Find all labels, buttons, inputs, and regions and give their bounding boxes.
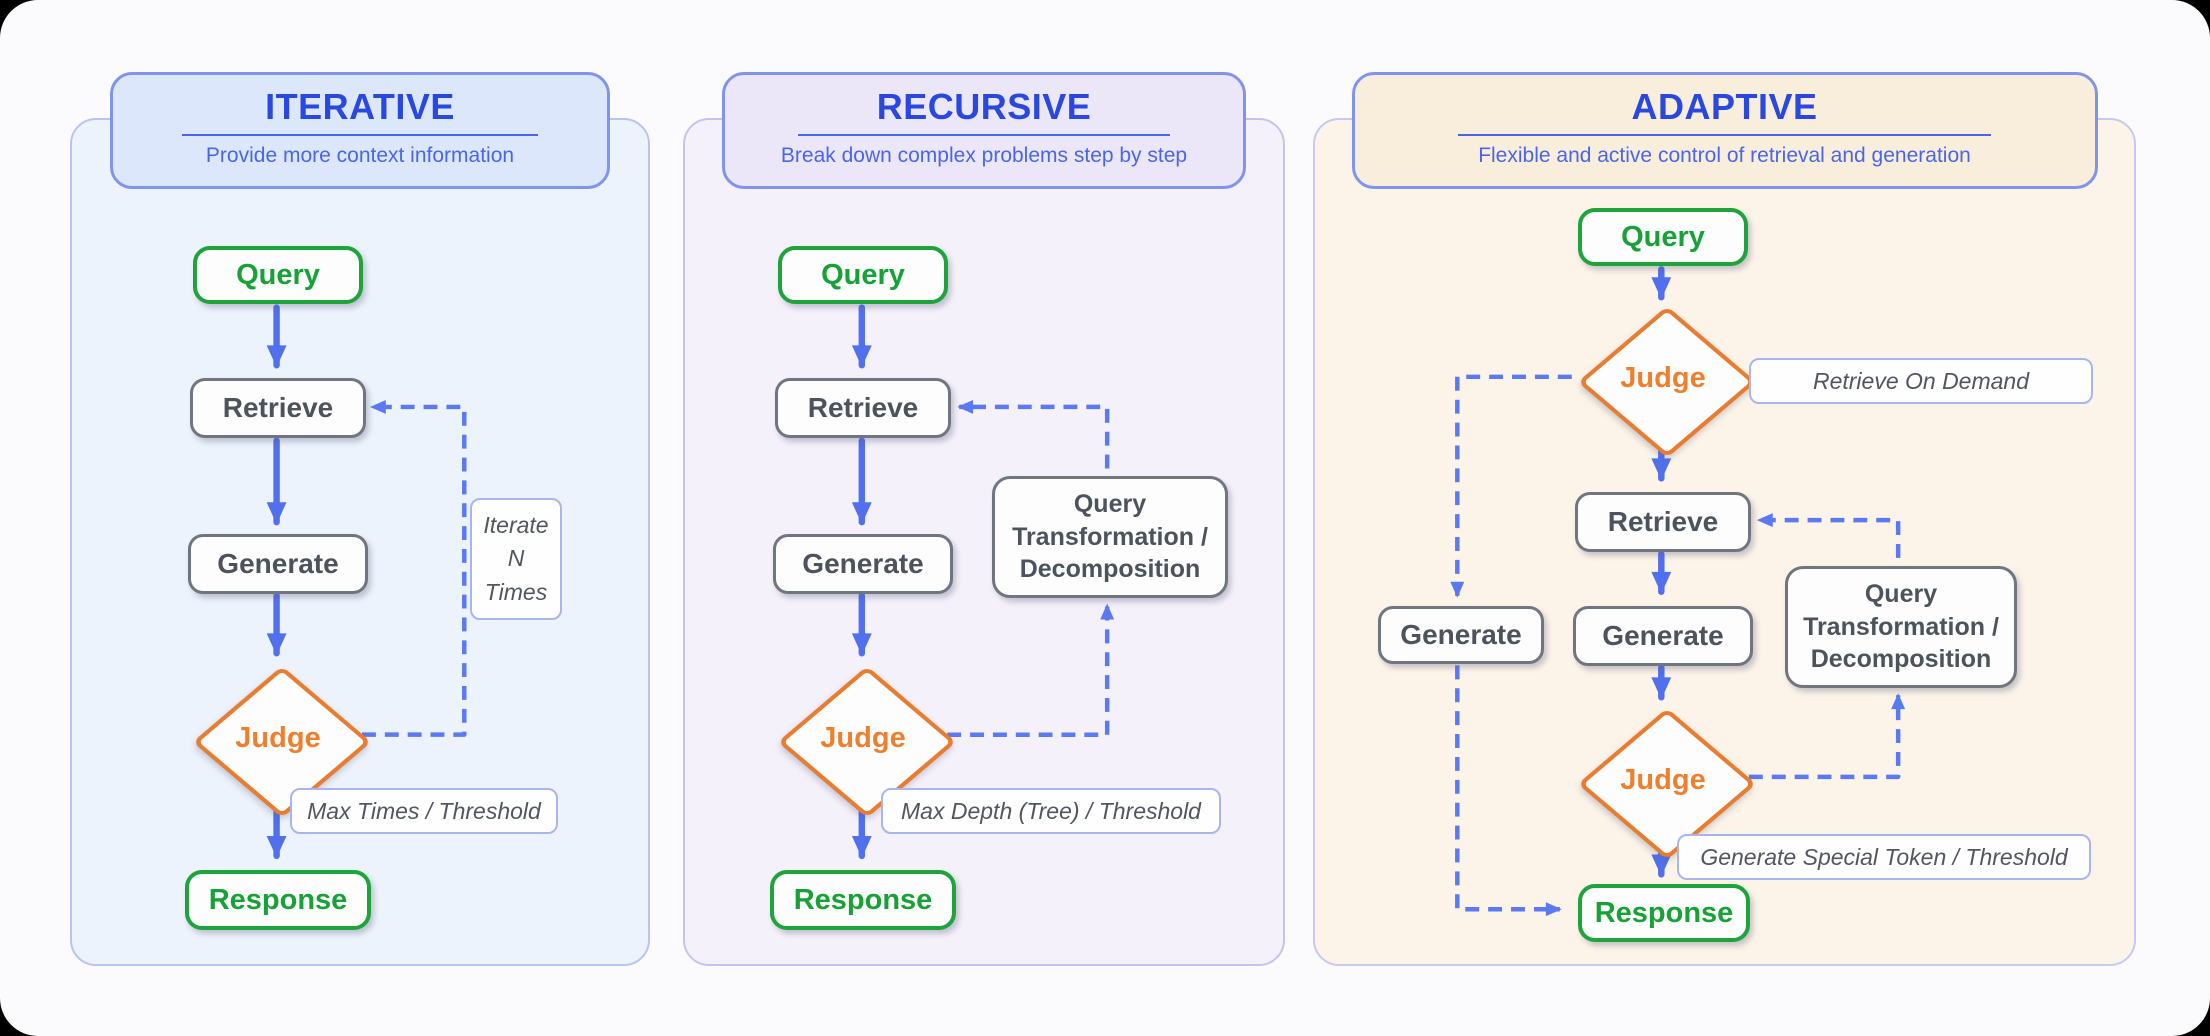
exit-condition-note: Max Times / Threshold <box>290 788 558 834</box>
query-node: Query <box>1578 208 1748 266</box>
transform-line: Transformation / <box>1012 522 1208 551</box>
panel-adaptive-header: ADAPTIVE Flexible and active control of … <box>1351 72 2098 189</box>
title-divider <box>797 133 1171 136</box>
generate-label: Generate <box>802 548 924 579</box>
response-node: Response <box>185 870 371 930</box>
transform-line: Query <box>1073 490 1147 519</box>
query-label: Query <box>1621 220 1705 253</box>
exit-condition-label: Max Depth (Tree) / Threshold <box>901 797 1201 824</box>
response-node: Response <box>1578 884 1750 942</box>
panel-title: ADAPTIVE <box>1631 86 1818 127</box>
query-node: Query <box>193 246 363 304</box>
judge-on-demand-node: Judge <box>1575 304 1757 459</box>
panel-iterative-header: ITERATIVE Provide more context informati… <box>110 72 610 189</box>
exit-condition-label: Generate Special Token / Threshold <box>1700 843 2068 870</box>
retrieve-label: Retrieve <box>807 392 919 423</box>
judge-label: Judge <box>1620 361 1706 394</box>
generate-label: Generate <box>1602 620 1724 651</box>
retrieve-on-demand-label: Retrieve On Demand <box>1812 367 2030 394</box>
loop-note-line: Times <box>484 578 548 605</box>
panel-recursive: RECURSIVE Break down complex problems st… <box>683 72 1285 966</box>
judge-node: Judge <box>775 664 957 819</box>
transform-line: Transformation / <box>1803 612 1999 641</box>
retrieve-node: Retrieve <box>190 378 366 438</box>
transform-line: Decomposition <box>1810 645 1992 674</box>
judge-final-node: Judge <box>1575 706 1757 861</box>
generate-node: Generate <box>773 534 953 594</box>
generate-node: Generate <box>188 534 368 594</box>
loop-note-line: Iterate <box>483 511 549 538</box>
response-node: Response <box>770 870 956 930</box>
flow-connectors <box>851 304 1115 860</box>
retrieve-node: Retrieve <box>775 378 951 438</box>
response-label: Response <box>1594 896 1734 929</box>
retrieve-node: Retrieve <box>1575 492 1751 552</box>
title-divider <box>182 133 538 136</box>
judge-label: Judge <box>1620 763 1706 796</box>
panel-subtitle: Provide more context information <box>205 143 515 167</box>
generate-direct-node: Generate <box>1378 606 1544 664</box>
retrieve-label: Retrieve <box>1607 506 1719 537</box>
query-label: Query <box>236 258 320 291</box>
transform-line: Query <box>1864 580 1938 609</box>
retrieve-on-demand-note: Retrieve On Demand <box>1749 358 2093 404</box>
query-node: Query <box>778 246 948 304</box>
iterate-loop-note: Iterate N Times <box>470 498 562 620</box>
panel-iterative: ITERATIVE Provide more context informati… <box>70 72 650 966</box>
response-label: Response <box>793 883 933 916</box>
judge-label: Judge <box>235 721 321 754</box>
generate-node: Generate <box>1573 606 1753 666</box>
query-label: Query <box>821 258 905 291</box>
query-transformation-node: Query Transformation / Decomposition <box>1785 566 2017 688</box>
generate-label: Generate <box>217 548 339 579</box>
panel-subtitle: Flexible and active control of retrieval… <box>1478 143 1971 167</box>
title-divider <box>1458 133 1991 136</box>
panel-recursive-header: RECURSIVE Break down complex problems st… <box>722 72 1246 189</box>
exit-condition-note: Max Depth (Tree) / Threshold <box>881 788 1221 834</box>
exit-condition-note: Generate Special Token / Threshold <box>1677 834 2091 880</box>
panel-title: ITERATIVE <box>265 86 455 127</box>
flow-connectors <box>1450 266 1906 917</box>
flow-connectors <box>266 304 467 860</box>
panel-title: RECURSIVE <box>876 86 1092 127</box>
judge-label: Judge <box>820 721 906 754</box>
transform-line: Decomposition <box>1019 555 1201 584</box>
panel-subtitle: Break down complex problems step by step <box>780 143 1188 167</box>
retrieve-label: Retrieve <box>222 392 334 423</box>
panel-adaptive: ADAPTIVE Flexible and active control of … <box>1313 72 2136 966</box>
judge-node: Judge <box>190 664 372 819</box>
response-label: Response <box>208 883 348 916</box>
query-transformation-node: Query Transformation / Decomposition <box>992 476 1228 598</box>
exit-condition-label: Max Times / Threshold <box>307 797 541 824</box>
generate-label: Generate <box>1400 619 1522 650</box>
loop-note-line: N <box>507 545 525 572</box>
